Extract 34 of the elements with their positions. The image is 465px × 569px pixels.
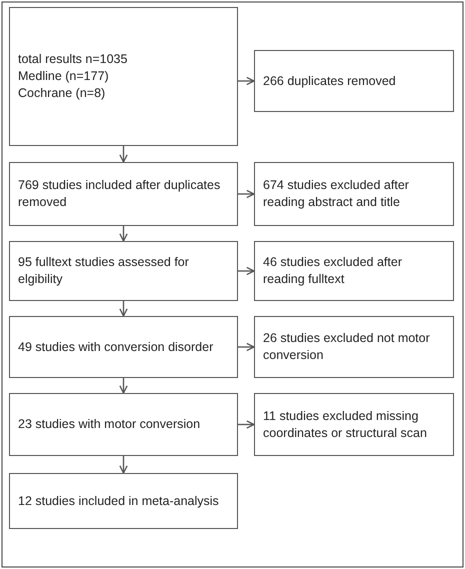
process-box [9,162,238,226]
box-text: 674 studies excluded after reading abstract and title [263,177,410,211]
process-box [254,241,454,301]
box-text: 12 studies included in meta-analysis [18,492,220,510]
process-box [9,241,238,301]
box-text: 49 studies with conversion disorder [18,338,214,356]
process-box [9,7,238,146]
box-text: total results n=1035 [18,51,128,68]
arrow [119,378,128,394]
arrow [119,226,128,242]
arrow [119,146,128,163]
process-box [254,393,454,456]
arrow [119,301,128,317]
box-text: Cochrane (n=8) [18,85,106,102]
arrow [238,190,255,198]
box-text: 769 studies included after duplicates removed [18,177,222,211]
process-box [254,50,454,112]
arrow [238,420,255,429]
box-text: 95 fulltext studies assessed for elgibility [18,254,190,288]
box-text: 46 studies excluded after reading fulltext [263,254,403,288]
box-text: 266 duplicates removed [263,72,397,90]
process-box [9,473,238,529]
arrow [119,456,128,474]
process-box [254,316,454,378]
arrow [238,342,255,352]
arrow [238,76,255,86]
process-box [9,316,238,378]
arrow [238,266,255,276]
box-text: Medline (n=177) [18,68,110,85]
process-box [9,393,238,456]
box-text: 23 studies with motor conversion [18,416,202,433]
process-box [254,162,454,226]
box-text: 11 studies excluded missing coordinates or structural scan [263,408,428,442]
box-text: 26 studies excluded not motor conversion [263,330,431,364]
